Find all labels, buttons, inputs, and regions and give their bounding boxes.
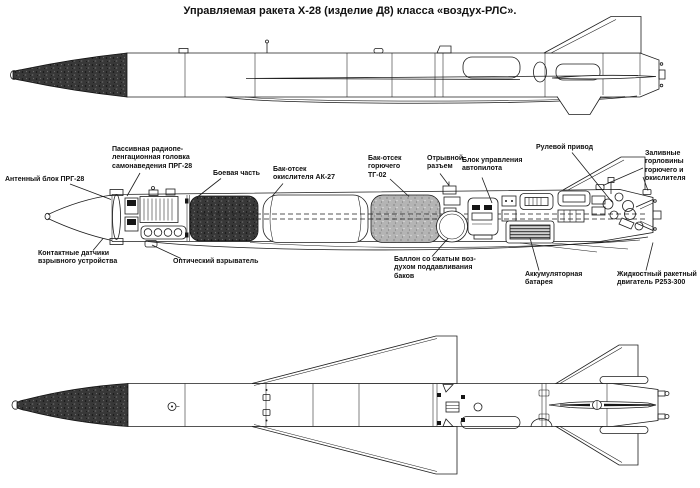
plan-view-drawing <box>11 335 670 475</box>
label-air-bottle: Баллон со сжатым воз- духом поддавливани… <box>394 256 476 280</box>
leader-filler <box>602 167 649 191</box>
label-optical-fuse: Оптический взрыватель <box>173 258 259 265</box>
label-contact-sensors: Контактные датчики взрывного устройства <box>38 250 118 266</box>
leader-breakaway <box>439 173 450 186</box>
leader-antenna-block <box>69 183 112 200</box>
nose-cone-side <box>12 52 128 98</box>
breakaway-connector-shape <box>442 185 457 195</box>
fuel-tank-shape <box>370 194 441 243</box>
label-antenna-block: Антенный блок ПРГ-28 <box>5 176 85 183</box>
label-fuel-tank: Бак-отсек горючего ТГ-02 <box>368 155 402 179</box>
diagram-title: Управляемая ракета Х-28 (изделие Д8) кла… <box>183 5 517 17</box>
label-breakaway-connector: Отрывной разъем <box>427 155 464 171</box>
optical-fuse-window <box>144 240 158 248</box>
label-battery: Аккумуляторная батарея <box>525 271 583 287</box>
leader-passive-head <box>126 172 141 197</box>
cutaway-view-drawing <box>44 156 662 253</box>
leader-battery <box>529 237 540 271</box>
wing-edge-line <box>245 75 639 80</box>
oxidizer-filler-cap <box>642 189 652 195</box>
label-autopilot-unit: Блок управления автопилота <box>462 157 523 173</box>
vertical-fin-side <box>543 16 642 54</box>
leader-engine <box>645 242 654 271</box>
label-filler-necks: Заливные горловины горючего и окислителя <box>645 150 686 183</box>
leader-contact-sensors <box>92 238 104 251</box>
nose-cone-plan <box>16 383 129 427</box>
engine-shape <box>624 198 662 232</box>
label-rudder-drive: Рулевой привод <box>536 144 594 151</box>
antenna-ring <box>112 194 121 240</box>
autopilot-unit-shape <box>467 197 499 236</box>
side-view-drawing <box>10 16 666 115</box>
fuel-filler-cap <box>595 184 605 190</box>
leader-oxidizer <box>271 183 284 197</box>
warhead-shape <box>189 195 259 242</box>
fin-cutaway <box>562 156 646 191</box>
rudder-actuator-cluster <box>602 177 635 230</box>
fuselage-side <box>126 52 660 98</box>
leader-rudder <box>571 152 613 203</box>
nose-outline-top <box>47 194 113 215</box>
label-passive-head: Пассивная радиопе- ленгационная головка … <box>112 146 193 170</box>
leader-fuel <box>389 178 410 197</box>
label-engine: Жидкостный ракетный двигатель Р253-300 <box>617 271 697 287</box>
leader-warhead <box>197 178 222 197</box>
leader-lines <box>69 152 654 271</box>
leader-air-bottle <box>431 238 449 257</box>
seeker-unit <box>139 196 179 223</box>
air-bottle-shape <box>436 210 468 243</box>
leader-autopilot <box>481 177 493 204</box>
leader-optical-fuse <box>151 244 182 259</box>
ventral-fin <box>556 96 602 115</box>
label-warhead: Боевая часть <box>213 170 260 177</box>
label-oxidizer-tank: Бак-отсек окислителя АК-27 <box>273 166 335 182</box>
